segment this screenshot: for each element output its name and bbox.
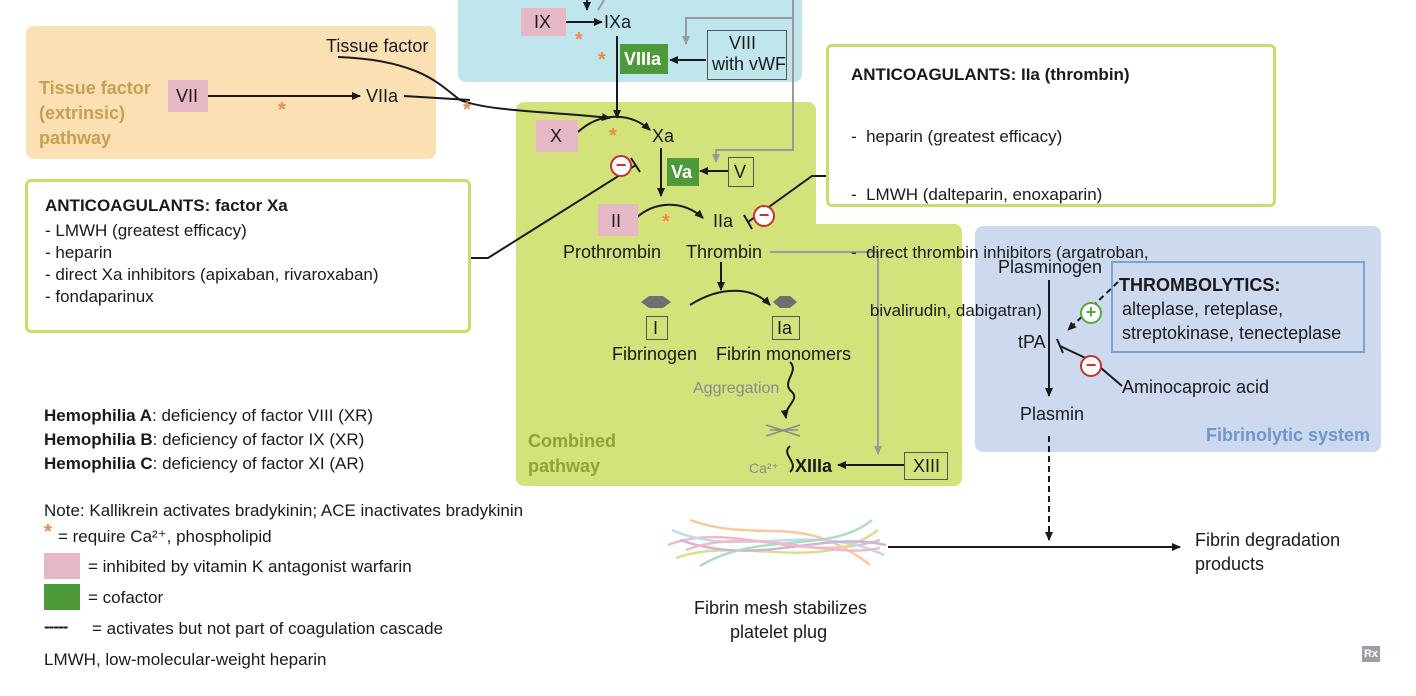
- extrinsic-title-2: (extrinsic): [39, 103, 126, 123]
- anti-xa-title-rest: factor Xa: [210, 196, 288, 215]
- factor-va-box: [667, 158, 699, 186]
- factor-vii-box: [168, 80, 208, 112]
- fdp-label-1: Fibrin degradation: [1195, 530, 1341, 550]
- anti-iia-list: - heparin (greatest efficacy) - LMWH (da…: [851, 90, 1149, 358]
- asterisk-mark: *: [598, 49, 606, 71]
- factor-ii: II: [611, 211, 622, 231]
- legend-green-swatch: [44, 584, 80, 610]
- list-item: - direct thrombin inhibitors (argatroban…: [851, 243, 1149, 262]
- factor-viii-vwf-box: [707, 30, 787, 80]
- list-item: - heparin: [45, 243, 113, 262]
- hemophilia-a: Hemophilia A: deficiency of factor VIII …: [44, 406, 374, 425]
- factor-xiiia: XIIIa: [795, 456, 833, 476]
- anti-xa-title: ANTICOAGULANTS:: [45, 196, 211, 215]
- combined-panel-lower: [516, 224, 962, 486]
- hemophilia-b: Hemophilia B: deficiency of factor IX (X…: [44, 430, 365, 449]
- factor-va: Va: [671, 162, 693, 182]
- anti-xa-list: - LMWH (greatest efficacy) - heparin - d…: [45, 220, 379, 308]
- factor-ia: Ia: [777, 318, 793, 338]
- factor-ixa: IXa: [604, 12, 632, 32]
- thrombolytics-title: THROMBOLYTICS:: [1119, 275, 1281, 295]
- thrombolytics-box: [1111, 261, 1365, 353]
- thrombolytics-item: streptokinase, tenecteplase: [1122, 323, 1342, 343]
- asterisk-mark: *: [609, 125, 617, 147]
- list-item: - fondaparinux: [45, 287, 154, 306]
- asterisk-mark: *: [463, 99, 471, 121]
- factor-vii: VII: [176, 86, 199, 106]
- anti-iia-title-rest: IIa (thrombin): [1016, 65, 1130, 84]
- asterisk-mark: *: [575, 29, 583, 51]
- list-item: bivalirudin, dabigatran): [851, 301, 1042, 320]
- legend-dash-text: = activates but not part of coagulation …: [92, 619, 444, 638]
- activate-tpa-icon: +: [1080, 302, 1102, 324]
- plasmin-label: Plasmin: [1020, 404, 1085, 424]
- anti-iia-title: ANTICOAGULANTS:: [851, 65, 1017, 84]
- legend-green-text: = cofactor: [88, 588, 164, 607]
- legend-asterisk: *: [44, 521, 52, 543]
- factor-ia-box: [772, 316, 800, 340]
- anticoagulants-xa-box: ANTICOAGULANTS: factor Xa - LMWH (greate…: [25, 179, 471, 333]
- factor-iia: IIa: [713, 211, 734, 231]
- inhibit-tpa-icon: −: [1080, 355, 1102, 377]
- factor-x-box: [536, 120, 578, 152]
- hemophilia-list: Hemophilia A: deficiency of factor VIII …: [44, 404, 373, 476]
- tpa-label: tPA: [1018, 332, 1046, 352]
- combined-label-1: Combined: [528, 431, 616, 451]
- factor-viia: VIIa: [366, 86, 399, 106]
- factor-ix-box: [521, 8, 566, 36]
- factor-xiii-box: [904, 452, 948, 480]
- factor-xiii: XIII: [913, 456, 941, 476]
- thrombin-label: Thrombin: [686, 242, 763, 262]
- factor-viii: VIII: [729, 33, 757, 53]
- asterisk-mark: *: [662, 211, 670, 233]
- factor-viiia: VIIIa: [624, 49, 662, 69]
- list-item: - LMWH (greatest efficacy): [45, 221, 247, 240]
- extrinsic-title-3: pathway: [39, 128, 112, 148]
- aminocaproic-acid-label: Aminocaproic acid: [1122, 377, 1270, 397]
- inhibit-xa-icon: −: [610, 155, 632, 177]
- with-vwf: with vWF: [712, 54, 786, 74]
- calcium-label: Ca²⁺: [749, 460, 779, 476]
- rx-logo: Rx: [1362, 646, 1380, 662]
- prothrombin-label: Prothrombin: [563, 242, 662, 262]
- fibrinolytic-label: Fibrinolytic system: [1206, 425, 1371, 445]
- legend-pink-swatch: [44, 553, 80, 579]
- list-item: - LMWH (dalteparin, enoxaparin): [851, 185, 1103, 204]
- list-item: - direct Xa inhibitors (apixaban, rivaro…: [45, 265, 379, 284]
- legend-pink-text: = inhibited by vitamin K antagonist warf…: [88, 557, 412, 576]
- lmwh-abbreviation: LMWH, low-molecular-weight heparin: [44, 650, 327, 669]
- asterisk-mark: *: [278, 99, 286, 121]
- legend-dash-symbol: -----: [44, 617, 68, 636]
- aggregation-label: Aggregation: [693, 380, 780, 397]
- factor-ii-box: [598, 204, 638, 236]
- factor-viiia-box: [620, 44, 668, 74]
- factor-i-box: [646, 316, 668, 340]
- legend-asterisk-text: = require Ca²⁺, phospholipid: [58, 527, 272, 546]
- factor-ix: IX: [534, 12, 552, 32]
- factor-x: X: [550, 126, 563, 146]
- fibrinogen-label: Fibrinogen: [612, 344, 698, 364]
- fibrinolytic-panel: [975, 226, 1381, 452]
- list-item: - heparin (greatest efficacy): [851, 127, 1063, 146]
- fibrin-mesh-label-1: Fibrin mesh stabilizes: [694, 598, 868, 618]
- hemophilia-c: Hemophilia C: deficiency of factor XI (A…: [44, 454, 365, 473]
- combined-label-2: pathway: [528, 456, 601, 476]
- extrinsic-title-1: Tissue factor: [39, 78, 151, 98]
- tissue-factor-label: Tissue factor: [326, 36, 429, 56]
- thrombolytics-item: alteplase, reteplase,: [1122, 299, 1284, 319]
- kallikrein-note: Note: Kallikrein activates bradykinin; A…: [44, 501, 524, 520]
- fibrin-mesh-label-2: platelet plug: [730, 622, 828, 642]
- factor-v: V: [734, 162, 747, 182]
- factor-xa: Xa: [652, 126, 675, 146]
- fdp-label-2: products: [1195, 554, 1265, 574]
- inhibit-iia-icon: −: [753, 205, 775, 227]
- factor-v-box: [728, 157, 754, 187]
- plasminogen-label: Plasminogen: [998, 257, 1103, 277]
- factor-i: I: [653, 318, 659, 338]
- anticoagulants-iia-box: ANTICOAGULANTS: IIa (thrombin) - heparin…: [826, 44, 1276, 320]
- fibrin-monomers-label: Fibrin monomers: [716, 344, 852, 364]
